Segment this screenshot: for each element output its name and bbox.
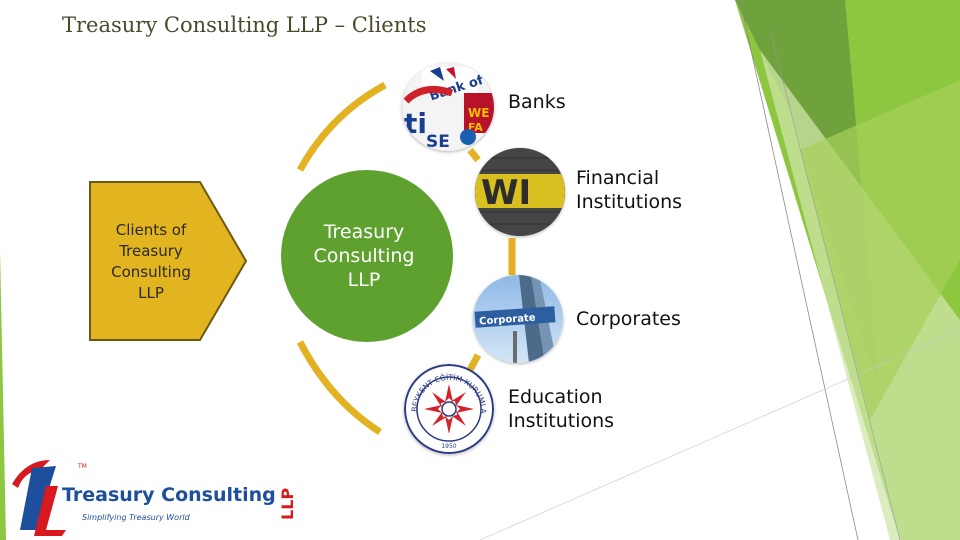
- chevron-line: Clients of: [115, 221, 187, 239]
- chevron-line: Consulting: [111, 263, 191, 281]
- node-label-financial: Financial Institutions: [576, 166, 682, 214]
- decor-line-a: [739, 0, 859, 540]
- hub-label: Treasury Consulting LLP: [281, 220, 447, 292]
- connector-arc-3: [466, 353, 482, 372]
- logo-l-red: [34, 486, 66, 536]
- node-label-corporates: Corporates: [576, 307, 681, 331]
- connector-arc-1: [467, 147, 481, 163]
- financial-institutions-image: WI: [475, 148, 565, 236]
- clients-chevron-text: Clients of Treasury Consulting LLP: [96, 220, 206, 304]
- chevron-line: LLP: [138, 284, 164, 302]
- logo-llp: LLP: [278, 488, 296, 520]
- connector-arc-top: [296, 81, 387, 172]
- logo-tagline: Simplifying Treasury World: [82, 513, 191, 522]
- banks-logo-collage: Bank of A WE FA ti SE: [402, 63, 494, 151]
- node-label-banks: Banks: [508, 90, 566, 114]
- hub-circle: [281, 170, 453, 342]
- financial-image-text: WI: [481, 173, 531, 213]
- logo-swoosh-red: [12, 460, 50, 488]
- banks-text-b: WE: [468, 106, 489, 120]
- slide-title: Treasury Consulting LLP – Clients: [62, 13, 427, 37]
- hub-line: Treasury: [323, 221, 405, 243]
- hub-line: Consulting: [313, 245, 415, 267]
- clients-chevron-shape: [89, 181, 248, 341]
- decor-line-c: [479, 329, 960, 540]
- banks-text-e: SE: [426, 132, 450, 151]
- chevron-line: Treasury: [119, 242, 183, 260]
- treasury-consulting-logo: TM Treasury Consulting Simplifying Treas…: [12, 460, 296, 536]
- education-institutions-seal: BEYKENT EĞİTİM KURUMLARI 1950: [404, 364, 494, 454]
- financial-label-line: Institutions: [576, 191, 683, 213]
- education-label-line: Institutions: [508, 410, 615, 432]
- corporates-label: Corporates: [576, 308, 681, 330]
- corporates-sign-text: Corporate: [479, 313, 536, 328]
- logo-t-blue: [20, 466, 56, 530]
- hub-line: LLP: [347, 269, 381, 291]
- logo-tm: TM: [77, 463, 87, 470]
- banks-label: Banks: [508, 91, 566, 113]
- decor-left-sliver: [0, 250, 6, 540]
- financial-label-line: Financial: [576, 167, 660, 189]
- banks-text-d: ti: [404, 107, 427, 140]
- education-label-line: Education: [508, 386, 603, 408]
- decor-shard-mid: [800, 80, 960, 420]
- node-label-education: Education Institutions: [508, 385, 614, 433]
- corporates-image: Corporate: [473, 275, 563, 363]
- connector-arc-bottom: [296, 340, 382, 435]
- decor-line-b: [769, 29, 901, 540]
- logo-company-name: Treasury Consulting: [62, 484, 276, 506]
- education-seal-year: 1950: [441, 443, 456, 450]
- decor-shard-dark: [735, 0, 880, 395]
